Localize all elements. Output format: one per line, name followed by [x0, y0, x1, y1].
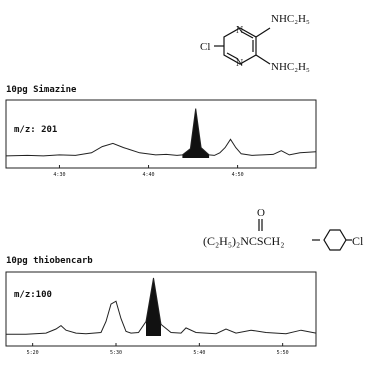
simazine-ring-n1: N	[236, 25, 243, 36]
simazine-structure: N N NHC₂H₅ NHC₂H₅ Cl	[200, 13, 310, 73]
thiobencarb-oxygen: O	[257, 207, 265, 219]
simazine-substituent-top: NHC₂H₅	[271, 13, 310, 25]
x-tick-label: 5:50	[277, 350, 289, 356]
thiobencarb-mz-label: m/z:100	[14, 290, 52, 300]
thiobencarb-structure: O (C₂H₅)₂NCSCH₂ Cl	[203, 207, 364, 251]
thiobencarb-title: 10pg thiobencarb	[6, 255, 93, 266]
x-tick-label: 4:50	[232, 172, 244, 178]
shaded-peak	[146, 278, 161, 336]
thiobencarb-chloro: Cl	[352, 234, 364, 248]
thiobencarb-chromatogram: m/z:100 5:20 5:30 5:40 5:50	[5, 271, 317, 356]
simazine-ring-n2: N	[236, 58, 243, 69]
thiobencarb-frame	[5, 271, 317, 347]
shaded-peak	[182, 108, 210, 158]
chromatogram-trace	[6, 277, 317, 335]
simazine-mz-label: m/z: 201	[14, 125, 57, 135]
simazine-substituent-bottom: NHC₂H₅	[271, 61, 310, 73]
simazine-chromatogram: m/z: 201 4:30 4:40 4:50	[5, 99, 317, 178]
x-tick-label: 5:20	[27, 350, 39, 356]
x-tick-label: 5:30	[110, 350, 122, 356]
simazine-title: 10pg Simazine	[6, 84, 77, 95]
x-tick-label: 4:30	[53, 172, 65, 178]
thiobencarb-formula: (C₂H₅)₂NCSCH₂	[203, 234, 284, 248]
x-tick-label: 4:40	[143, 172, 155, 178]
simazine-chloro: Cl	[200, 41, 210, 53]
simazine-frame	[5, 99, 317, 169]
x-tick-label: 5:40	[193, 350, 205, 356]
chromatogram-trace	[5, 108, 317, 157]
